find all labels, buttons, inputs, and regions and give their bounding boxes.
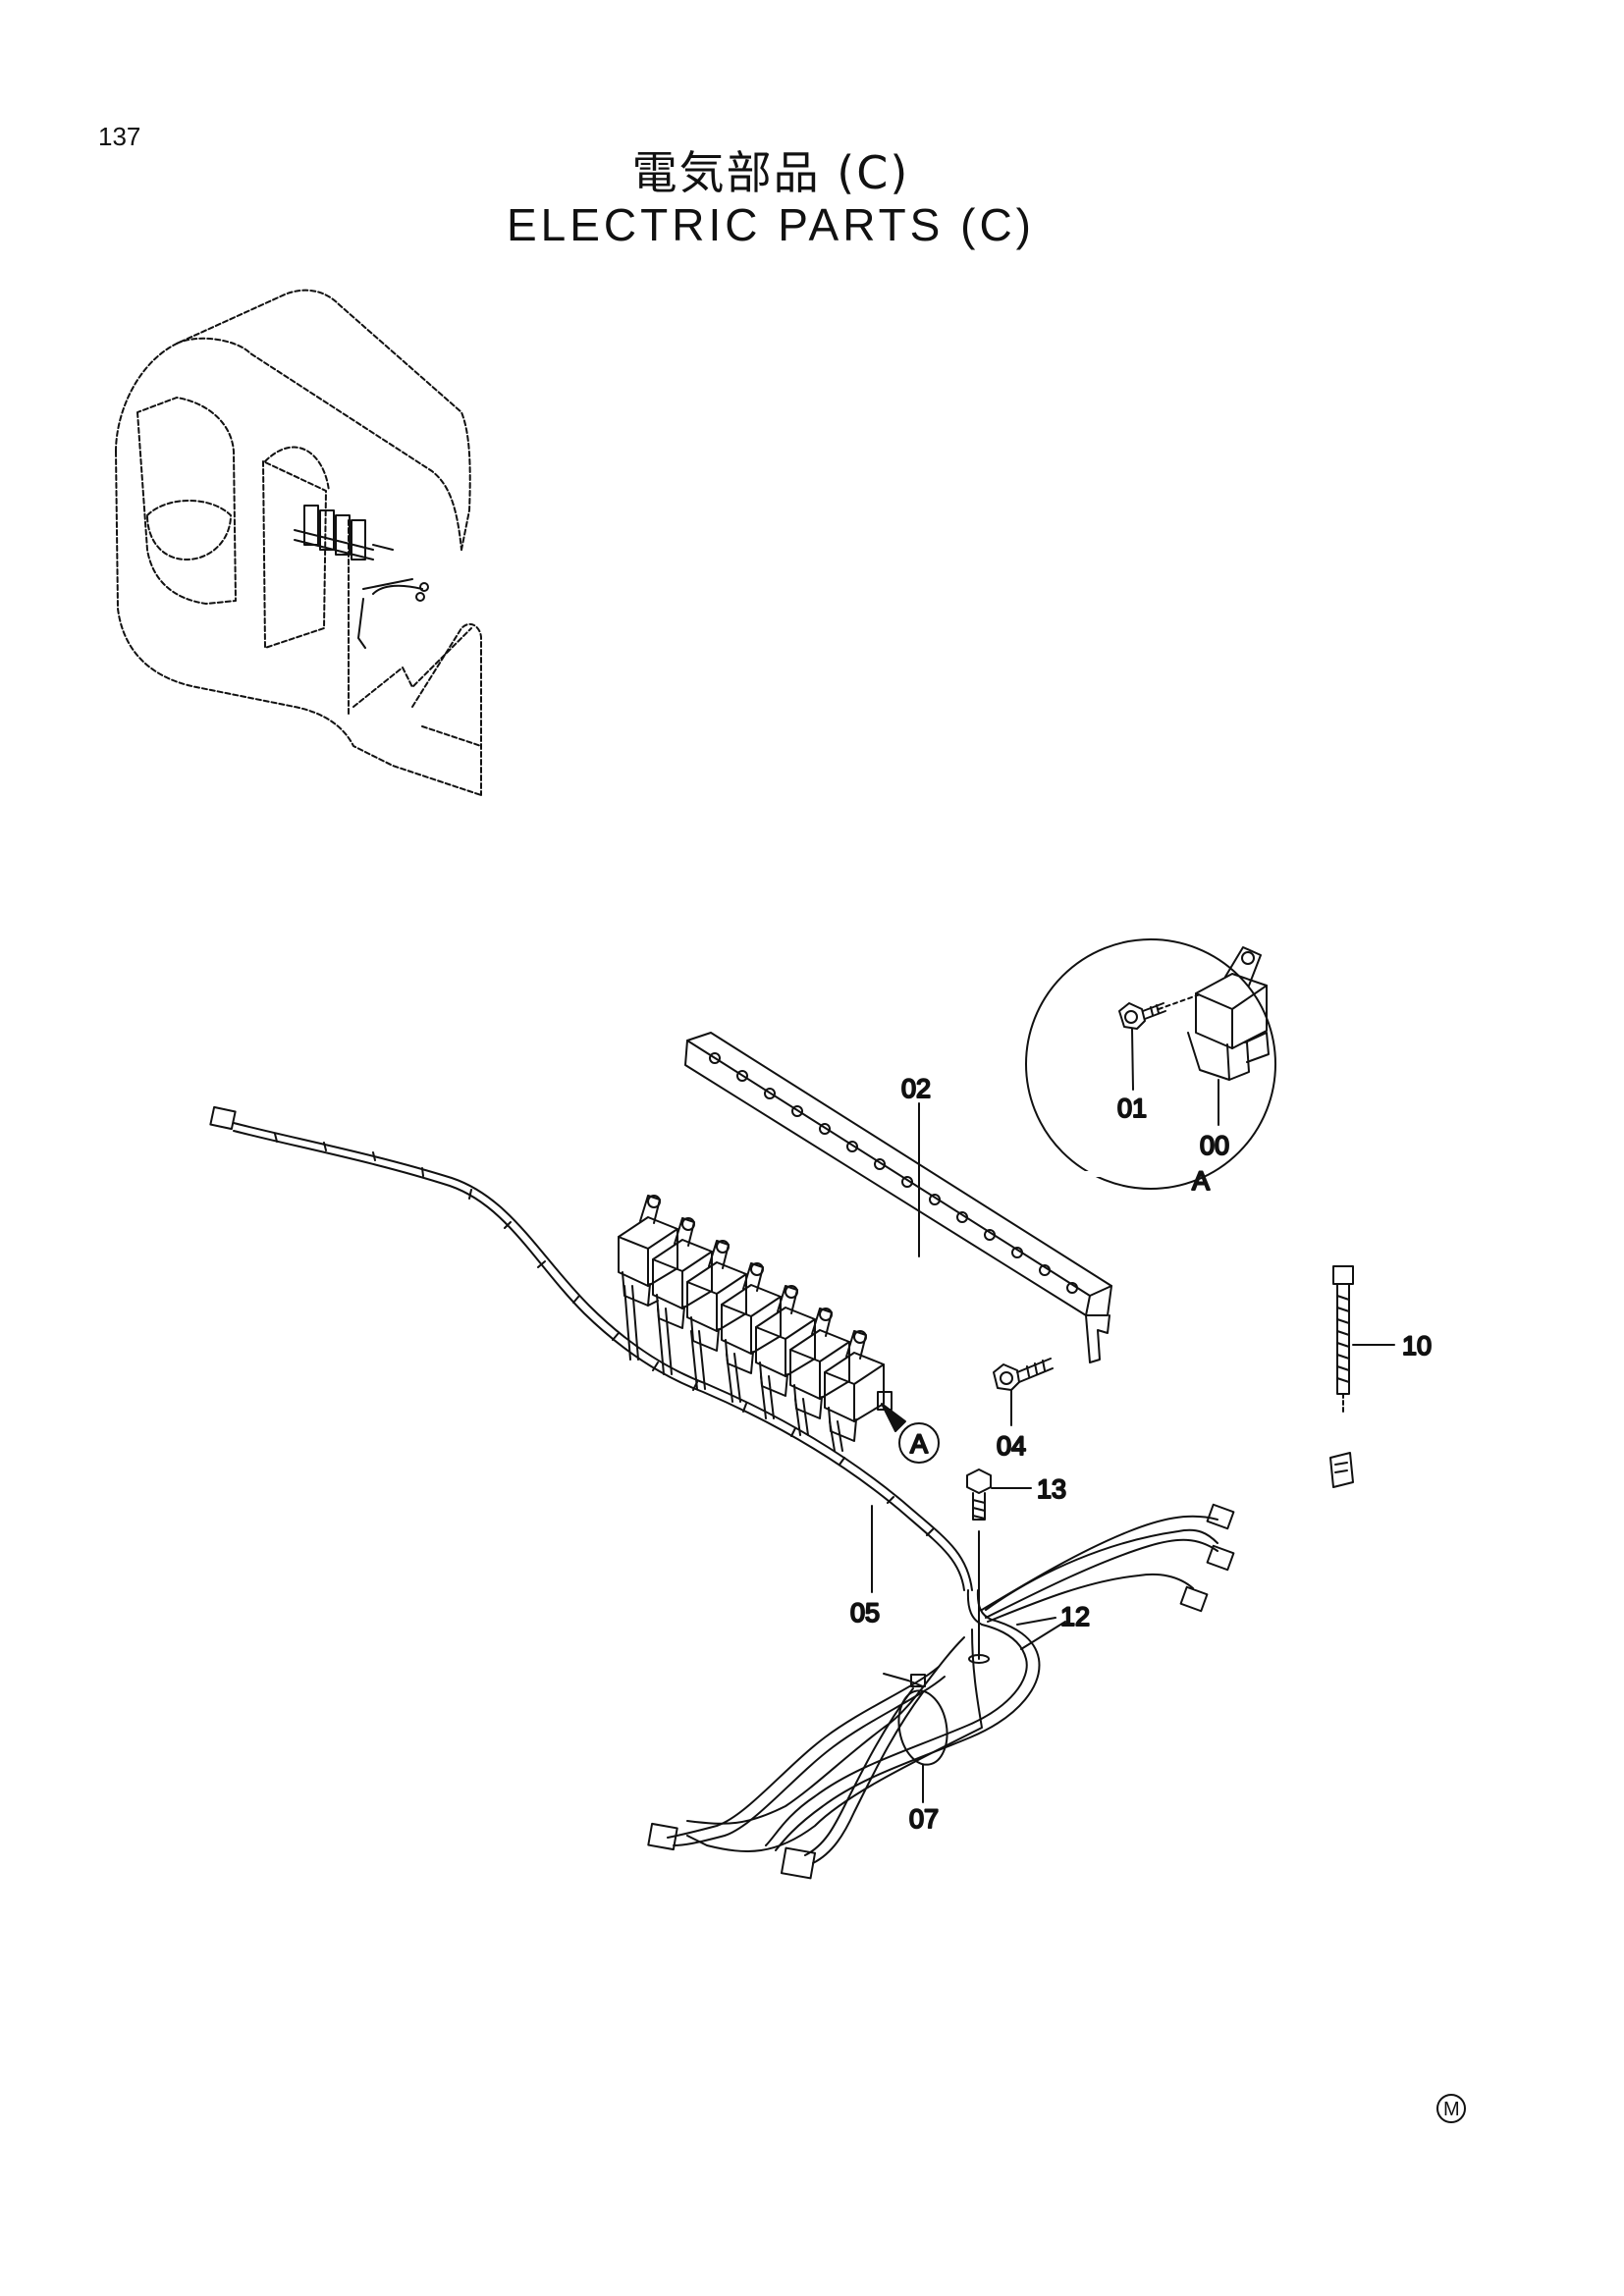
detail-a-callout	[881, 1403, 940, 1464]
relay-row	[618, 1195, 893, 1442]
label-part-01: 01	[1117, 1094, 1147, 1123]
page-title-english: ELECTRIC PARTS (C)	[506, 199, 1036, 250]
label-callout-a: A	[910, 1429, 928, 1459]
leader-12	[1016, 1617, 1056, 1626]
relay-00-icon	[1187, 946, 1270, 1081]
harness-12-icon	[686, 1503, 1235, 1852]
label-detail-a: A	[1192, 1166, 1210, 1196]
page-title-japanese: 電気部品 (C)	[631, 146, 910, 199]
harness-07-connectors	[647, 1666, 948, 1880]
harness-05-icon	[209, 1105, 973, 1591]
detail-a-view	[1025, 938, 1276, 1190]
m-mark-icon: M	[1436, 2094, 1466, 2123]
bolt-01-icon	[1118, 1002, 1166, 1030]
bolt-04-icon	[993, 1358, 1054, 1391]
relay-6-icon	[789, 1308, 850, 1419]
bracket-02-icon	[684, 1032, 1112, 1363]
label-part-12: 12	[1060, 1602, 1090, 1631]
cable-tie-10-icon	[1329, 1265, 1354, 1488]
label-part-00: 00	[1200, 1131, 1229, 1160]
label-part-10: 10	[1402, 1331, 1432, 1361]
relay-7-icon	[824, 1330, 893, 1442]
relay-5-icon	[755, 1285, 816, 1397]
label-part-02: 02	[901, 1074, 931, 1103]
cab-relay-cluster	[294, 505, 429, 649]
relay-1-icon	[618, 1195, 678, 1307]
label-part-04: 04	[997, 1431, 1026, 1461]
relay-4-icon	[721, 1262, 782, 1374]
page-number: 137	[98, 122, 141, 151]
m-mark-label: M	[1443, 2099, 1460, 2120]
label-part-07: 07	[909, 1804, 939, 1834]
label-part-13: 13	[1037, 1474, 1066, 1504]
relay-2-icon	[652, 1217, 713, 1329]
bolt-13-icon	[966, 1468, 992, 1664]
relay-3-icon	[686, 1240, 747, 1352]
label-part-05: 05	[850, 1598, 880, 1628]
cab-overview-illustration	[115, 289, 482, 796]
